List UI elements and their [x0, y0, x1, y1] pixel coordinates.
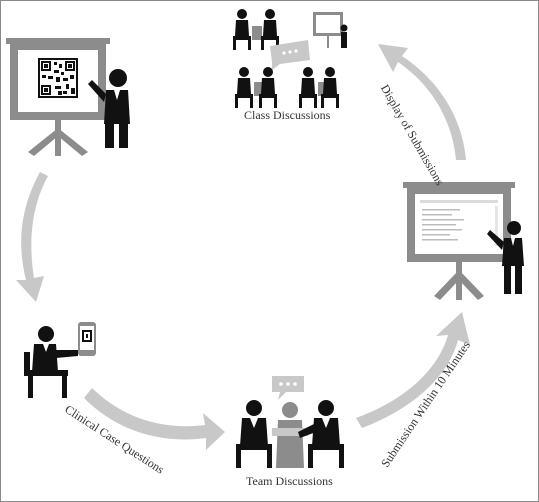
screen-content [420, 200, 498, 246]
arrow-phone-to-team [84, 388, 225, 450]
presenter-icon [487, 221, 524, 294]
qr-code-icon [38, 58, 78, 98]
seated-group-icon [299, 67, 339, 108]
seated-person-icon [24, 326, 78, 398]
team-discussions-label: Team Discussions [246, 474, 333, 488]
seated-person-icon [272, 402, 308, 468]
chat-bubble-icon [272, 376, 304, 400]
qr-presentation-group [6, 38, 130, 156]
arrow-display-to-class [378, 44, 466, 160]
display-presentation-group [403, 182, 524, 300]
seated-group-icon [233, 9, 279, 50]
seated-person-icon [236, 400, 272, 468]
phone-scan-group [24, 322, 96, 398]
arrow-qr-to-phone [16, 172, 48, 302]
chat-bubbles-icon [270, 40, 310, 70]
seated-group-icon [235, 67, 277, 108]
phone-icon [78, 322, 96, 356]
team-discussions-group [236, 376, 344, 468]
class-discussions-group [233, 9, 348, 108]
presenter-icon [88, 69, 130, 148]
class-discussions-label: Class Discussions [244, 108, 331, 122]
mini-presentation-icon [313, 12, 348, 48]
arrow-team-to-display [356, 312, 470, 428]
seated-person-icon [298, 400, 344, 468]
